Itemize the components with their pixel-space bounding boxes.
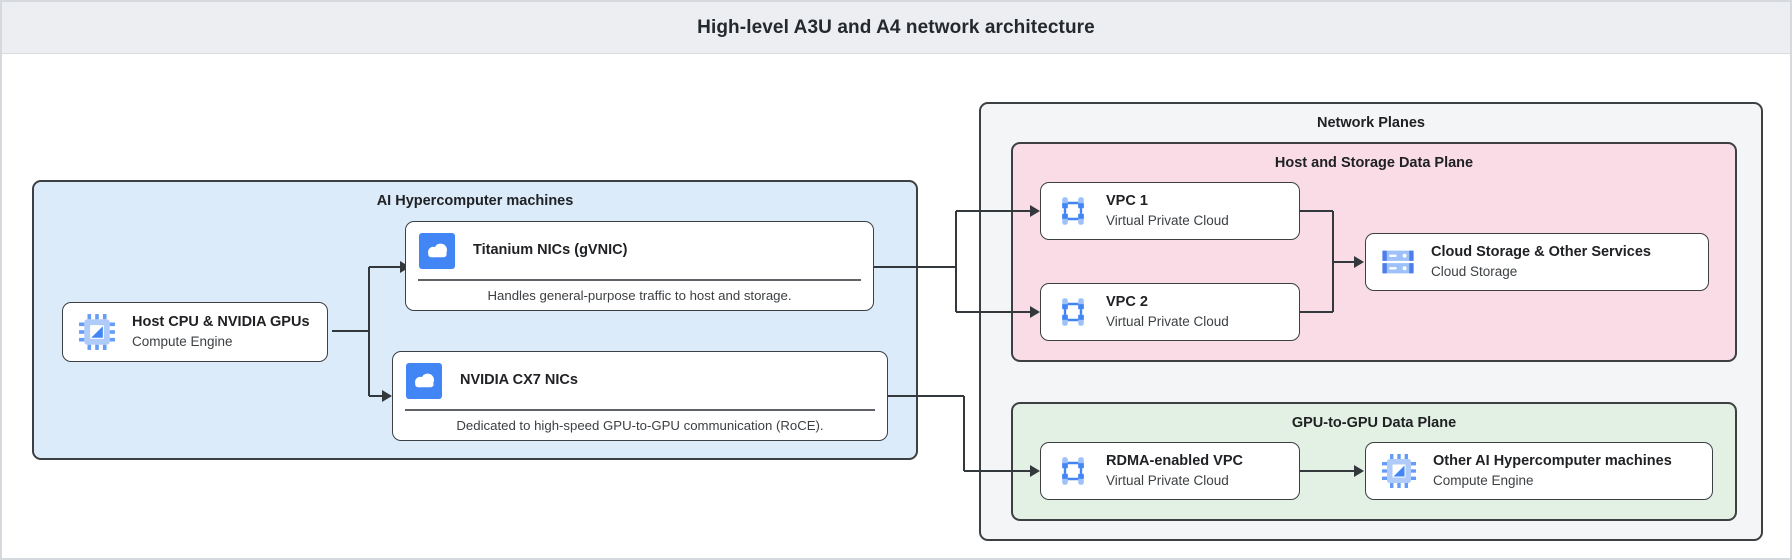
node-rdma-vpc: RDMA-enabled VPC Virtual Private Cloud: [1040, 442, 1300, 500]
group-label: Network Planes: [1317, 115, 1425, 131]
page-title: High-level A3U and A4 network architectu…: [697, 16, 1095, 38]
cloud-storage-icon: [1382, 250, 1414, 274]
node-text: Cloud Storage & Other Services Cloud Sto…: [1431, 243, 1651, 281]
node-subtitle: Virtual Private Cloud: [1106, 313, 1229, 329]
node-title: VPC 2: [1106, 294, 1148, 311]
node-text: Host CPU & NVIDIA GPUs Compute Engine: [132, 313, 310, 351]
node-title: Cloud Storage & Other Services: [1431, 244, 1651, 261]
node-subtitle: Compute Engine: [1433, 472, 1534, 488]
node-cloud-storage: Cloud Storage & Other Services Cloud Sto…: [1365, 233, 1709, 291]
node-text: VPC 1 Virtual Private Cloud: [1106, 192, 1229, 230]
group-label: GPU-to-GPU Data Plane: [1291, 415, 1457, 431]
divider: [418, 279, 861, 281]
node-other-machines: Other AI Hypercomputer machines Compute …: [1365, 442, 1713, 500]
node-subtitle: Virtual Private Cloud: [1106, 472, 1229, 488]
node-text: VPC 2 Virtual Private Cloud: [1106, 293, 1229, 331]
node-description: Dedicated to high-speed GPU-to-GPU commu…: [456, 418, 824, 433]
node-title: VPC 1: [1106, 193, 1148, 210]
node-title: RDMA-enabled VPC: [1106, 453, 1243, 470]
node-subtitle: Compute Engine: [132, 333, 233, 349]
node-vpc2: VPC 2 Virtual Private Cloud: [1040, 283, 1300, 341]
node-title: Host CPU & NVIDIA GPUs: [132, 314, 310, 331]
node-title: NVIDIA CX7 NICs: [460, 372, 578, 389]
node-subtitle: Virtual Private Cloud: [1106, 212, 1229, 228]
compute-engine-icon: [79, 314, 115, 350]
vpc-icon: [1062, 197, 1084, 225]
group-label: AI Hypercomputer machines: [376, 193, 574, 209]
compute-engine-icon: [1382, 454, 1416, 488]
cloud-icon: [406, 362, 442, 399]
divider: [405, 409, 875, 411]
header-band: High-level A3U and A4 network architectu…: [2, 2, 1790, 54]
node-description: Handles general-purpose traffic to host …: [487, 288, 792, 303]
vpc-icon: [1062, 298, 1084, 326]
node-header: Titanium NICs (gVNIC): [406, 222, 873, 279]
cloud-icon: [419, 232, 455, 269]
node-host-cpu-gpus: Host CPU & NVIDIA GPUs Compute Engine: [62, 302, 328, 362]
node-nvidia-cx7-nics: NVIDIA CX7 NICs Dedicated to high-speed …: [392, 351, 888, 441]
node-subtitle: Cloud Storage: [1431, 263, 1518, 279]
node-vpc1: VPC 1 Virtual Private Cloud: [1040, 182, 1300, 240]
group-label: Host and Storage Data Plane: [1274, 155, 1474, 171]
node-title: Other AI Hypercomputer machines: [1433, 453, 1672, 470]
node-text: Other AI Hypercomputer machines Compute …: [1433, 452, 1672, 490]
node-text: RDMA-enabled VPC Virtual Private Cloud: [1106, 452, 1243, 490]
node-title: Titanium NICs (gVNIC): [473, 242, 628, 259]
vpc-icon: [1062, 457, 1084, 485]
node-header: NVIDIA CX7 NICs: [393, 352, 887, 409]
node-titanium-nics: Titanium NICs (gVNIC) Handles general-pu…: [405, 221, 874, 311]
